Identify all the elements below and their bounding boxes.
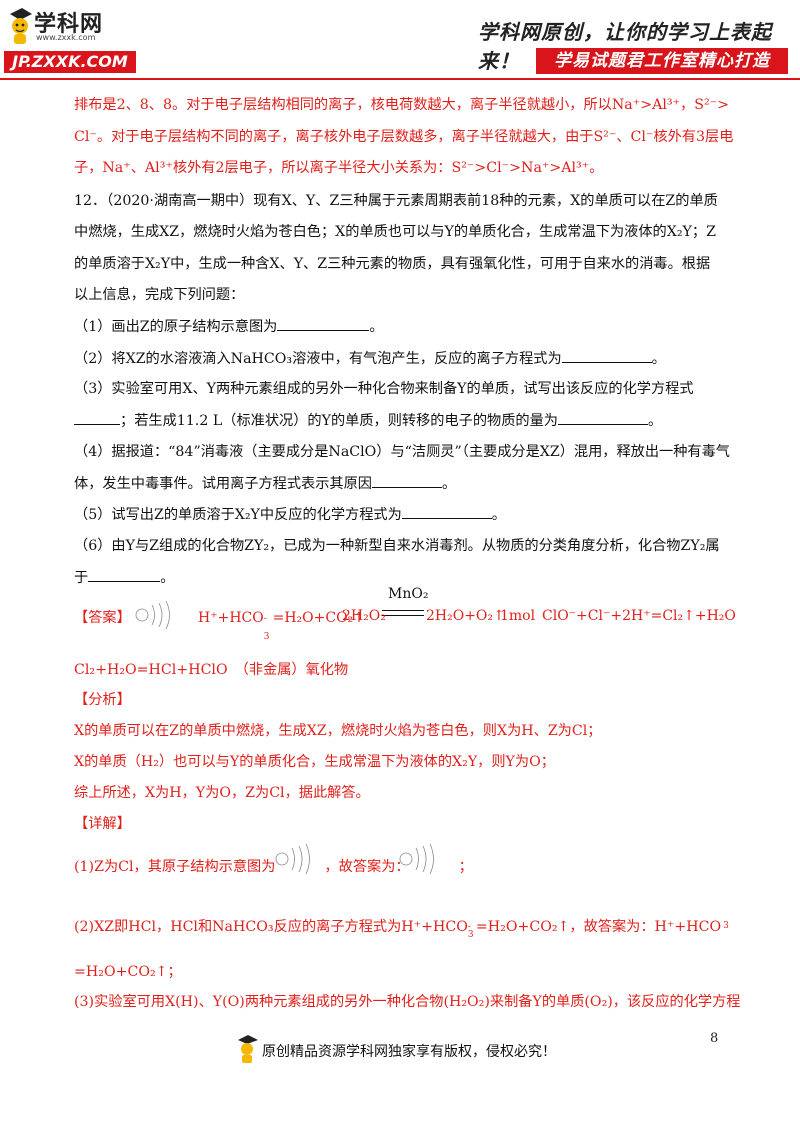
answer-eq1: H⁺+HCO — [198, 610, 264, 626]
answer-eq1-charge: - — [263, 614, 267, 624]
question-4-line-2: 体，发生中毒事件。试用离子方程式表示其原因 。 — [74, 473, 456, 494]
question-5: （5）试写出Z的单质溶于X₂Y中反应的化学方程式为 。 — [74, 504, 506, 525]
question-3-line-1: （3）实验室可用X、Y两种元素组成的另外一种化合物来制备Y的单质，试写出该反应的… — [74, 381, 694, 397]
logo-title: 学科网 — [34, 12, 104, 37]
header-rule — [0, 78, 800, 80]
mascot-icon — [236, 1034, 258, 1064]
q12-line-2: 中燃烧，生成XZ，燃烧时火焰为苍白色；X的单质也可以与Y的单质化合，生成常温下为… — [74, 224, 716, 240]
detail-1-mid: ，故答案为： — [324, 859, 410, 875]
intro-line-3: 子，Na⁺、Al³⁺核外有2层电子，所以离子半径大小关系为：S²⁻>Cl⁻>Na… — [74, 160, 604, 176]
analysis-line-2: X的单质（H₂）也可以与Y的单质化合，生成常温下为液体的X₂Y，则Y为O； — [74, 754, 555, 770]
mascot-icon — [8, 6, 32, 46]
atom-diagram — [132, 600, 176, 634]
detail-1: (1)Z为Cl，其原子结构示意图为 ，故答案为： ； — [74, 857, 473, 877]
question-6-end: 。 — [160, 570, 175, 586]
analysis-line-1: X的单质可以在Z的单质中燃烧，生成XZ，燃烧时火焰为苍白色，则X为H、Z为Cl； — [74, 723, 602, 739]
question-3-line-2: ；若生成11.2 L（标准状况）的Y的单质，则转移的电子的物质的量为 。 — [74, 410, 662, 431]
answer-eq1-subscript: 3 — [263, 632, 270, 642]
analysis-label: 【分析】 — [74, 692, 131, 708]
detail-label: 【详解】 — [74, 816, 131, 832]
reaction-double-line — [382, 610, 424, 616]
intro-line-2: Cl⁻。对于电子层结构不同的离子，离子核外电子层数越多，离子半径就越大，由于S²… — [74, 129, 734, 145]
question-3-end: 。 — [647, 413, 663, 429]
answer-blank — [371, 473, 442, 488]
question-6-line-1: （6）由Y与Z组成的化合物ZY₂，已成为一种新型自来水消毒剂。从物质的分类角度分… — [74, 538, 720, 554]
atom-diagram — [396, 842, 440, 880]
question-1: （1）画出Z的原子结构示意图为 。 — [74, 316, 384, 337]
answer-eq2-right: 2H₂O+O₂↑ — [426, 608, 505, 624]
question-4-end: 。 — [441, 476, 457, 492]
question-1-text: （1）画出Z的原子结构示意图为 — [74, 319, 278, 335]
detail-1-end: ； — [458, 859, 473, 875]
question-6-line-2: 于。 — [74, 567, 174, 588]
question-3-text: ；若生成11.2 L（标准状况）的Y的单质，则转移的电子的物质的量为 — [120, 413, 558, 429]
footer-copyright: 原创精品资源学科网独家享有版权，侵权必究！ — [262, 1044, 556, 1060]
answer-blank — [561, 348, 652, 363]
detail-2-charge: - — [467, 922, 471, 932]
answer-equations: H⁺+HCO - 3 =H₂O+CO₂↑ — [198, 608, 365, 642]
question-6-text: 于 — [74, 570, 89, 586]
question-5-text: （5）试写出Z的单质溶于X₂Y中反应的化学方程式为 — [74, 507, 402, 523]
header: 学科网 www.zxxk.com JP.ZXXK.COM 学科网原创，让你的学习… — [0, 0, 800, 80]
answer-blank — [88, 567, 161, 582]
question-5-end: 。 — [491, 507, 506, 523]
detail-2-subscript-b: 3 — [723, 921, 729, 931]
question-2-text: （2）将XZ的水溶液滴入NaHCO₃溶液中，有气泡产生，反应的离子方程式为 — [74, 351, 562, 367]
catalyst-label: MnO₂ — [388, 586, 429, 602]
question-2: （2）将XZ的水溶液滴入NaHCO₃溶液中，有气泡产生，反应的离子方程式为 。 — [74, 348, 666, 369]
detail-2: (2)XZ即HCl，HCl和NaHCO₃反应的离子方程式为H⁺+HCO - 3 … — [74, 917, 729, 940]
q12-line-4: 以上信息，完成下列问题： — [74, 287, 245, 303]
studio-banner: 学易试题君工作室精心打造 — [536, 48, 788, 74]
intro-line-1: 排布是2、8、8。对于电子层结构相同的离子，核电荷数越大，离子半径就越小，所以N… — [74, 97, 730, 113]
atom-diagram — [272, 842, 316, 880]
detail-2-text: (2)XZ即HCl，HCl和NaHCO₃反应的离子方程式为H⁺+HCO — [74, 919, 468, 935]
answer-mol: 1mol — [500, 608, 536, 624]
question-1-end: 。 — [369, 319, 384, 335]
logo-domain-banner: JP.ZXXK.COM — [4, 51, 136, 73]
question-2-end: 。 — [651, 351, 666, 367]
detail-2-mid: =H₂O+CO₂↑，故答案为：H⁺+HCO — [475, 919, 722, 935]
detail-3: (3)实验室可用X(H)、Y(O)两种元素组成的另外一种化合物(H₂O₂)来制备… — [74, 994, 741, 1010]
answer-blank — [557, 410, 648, 425]
answer-line-2: Cl₂+H₂O=HCl+HClO （非金属）氧化物 — [74, 662, 349, 678]
answer-eq1-product: =H₂O+CO₂↑ — [272, 610, 365, 626]
detail-2-end: =H₂O+CO₂↑； — [74, 964, 182, 980]
logo-url: www.zxxk.com — [36, 33, 96, 42]
answer-blank — [401, 504, 492, 519]
question-4-line-1: （4）据报道：“84”消毒液（主要成分是NaClO）与“洁厕灵”（主要成分是XZ… — [74, 444, 730, 460]
answer-eq3: ClO⁻+Cl⁻+2H⁺=Cl₂↑+H₂O — [542, 608, 736, 624]
detail-2-subscript: 3 — [467, 930, 474, 940]
question-4-text: 体，发生中毒事件。试用离子方程式表示其原因 — [74, 476, 372, 492]
answer-label: 【答案】 — [74, 610, 131, 626]
q12-line-1: 12．（2020·湖南高一期中）现有X、Y、Z三种属于元素周期表前18种的元素，… — [74, 193, 718, 209]
answer-eq2-left: 2H₂O₂ — [342, 608, 386, 624]
analysis-line-3: 综上所述，X为H，Y为O，Z为Cl，据此解答。 — [74, 785, 370, 801]
header-slogan: 学科网原创，让你的学习上表起来！ — [478, 20, 772, 73]
answer-blank — [74, 410, 120, 425]
q12-line-3: 的单质溶于X₂Y中，生成一种含X、Y、Z三种元素的物质，具有强氧化性，可用于自来… — [74, 256, 711, 272]
page-number: 8 — [710, 1031, 719, 1046]
answer-blank — [277, 316, 370, 331]
detail-1-text: (1)Z为Cl，其原子结构示意图为 — [74, 859, 276, 875]
